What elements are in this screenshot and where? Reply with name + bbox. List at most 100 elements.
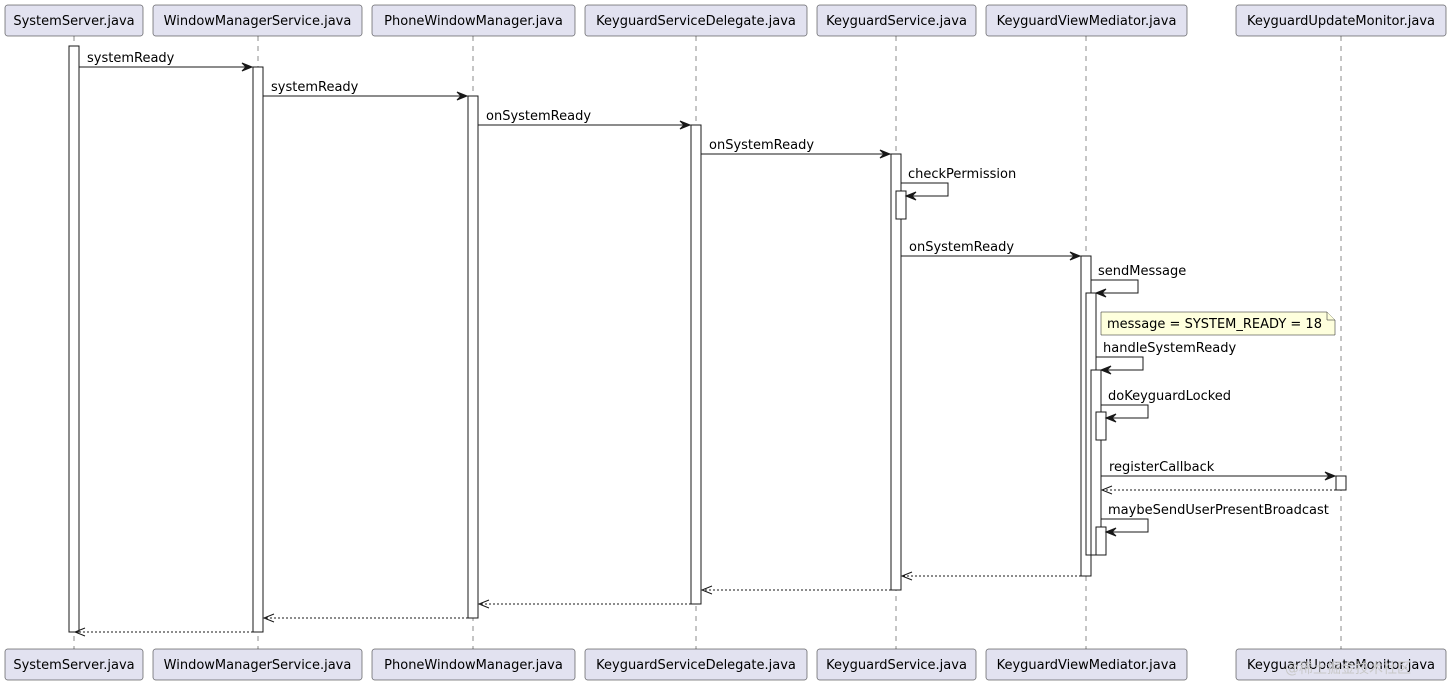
message-line <box>1091 279 1139 294</box>
message-return <box>900 571 1081 581</box>
participant-label: PhoneWindowManager.java <box>384 14 563 29</box>
arrowhead <box>1104 413 1117 423</box>
message-line <box>901 182 949 197</box>
participant-kum-bottom: KeyguardUpdateMonitor.java <box>1235 648 1447 681</box>
arrowhead <box>1094 288 1107 298</box>
participant-box <box>371 648 576 681</box>
message-onSystemReady: onSystemReady <box>901 240 1082 261</box>
participant-label: SystemServer.java <box>13 14 134 29</box>
message-registerCallback: registerCallback <box>1101 460 1337 481</box>
message-return <box>1100 485 1336 495</box>
activation-systemserver <box>68 45 80 633</box>
arrowhead <box>1324 471 1337 481</box>
message-label: handleSystemReady <box>1103 341 1236 356</box>
participant-kvm-bottom: KeyguardViewMediator.java <box>985 648 1188 681</box>
message-label: onSystemReady <box>909 240 1014 255</box>
arrowhead <box>477 599 490 609</box>
participant-box <box>1235 648 1447 681</box>
participant-ks-bottom: KeyguardService.java <box>816 648 977 681</box>
participant-label: WindowManagerService.java <box>164 14 352 29</box>
participant-box <box>152 648 363 681</box>
message-label: checkPermission <box>908 167 1016 182</box>
participant-label: KeyguardService.java <box>826 14 967 29</box>
arrowhead <box>456 91 469 101</box>
message-label: systemReady <box>271 80 359 95</box>
participant-ks-top: KeyguardService.java <box>816 4 977 37</box>
watermark: @稀土掘金技术社区 <box>1285 661 1411 677</box>
message-label: registerCallback <box>1109 460 1215 475</box>
participant-wms-bottom: WindowManagerService.java <box>152 648 363 681</box>
message-systemReady: systemReady <box>79 51 254 72</box>
arrowhead <box>262 613 275 623</box>
message-line <box>1101 518 1149 533</box>
participant-label: KeyguardService.java <box>826 658 967 673</box>
arrowhead <box>700 585 713 595</box>
message-systemReady: systemReady <box>263 80 469 101</box>
activation-pwm <box>467 95 479 619</box>
message-return <box>262 613 468 623</box>
arrowhead <box>241 62 254 72</box>
participant-box <box>152 4 363 37</box>
participant-box <box>985 4 1188 37</box>
arrowhead <box>73 627 86 637</box>
activation-kvm <box>1095 526 1107 556</box>
activation-kum <box>1335 475 1347 491</box>
participant-kum-top: KeyguardUpdateMonitor.java <box>1235 4 1447 37</box>
participant-label: KeyguardServiceDelegate.java <box>596 658 796 673</box>
message-maybeSendUserPresentBroadcast: maybeSendUserPresentBroadcast <box>1101 503 1329 537</box>
message-onSystemReady: onSystemReady <box>478 109 692 130</box>
arrowhead <box>1069 251 1082 261</box>
arrowhead <box>900 571 913 581</box>
participant-label: KeyguardUpdateMonitor.java <box>1247 14 1435 29</box>
participant-pwm-bottom: PhoneWindowManager.java <box>371 648 576 681</box>
message-label: onSystemReady <box>709 138 814 153</box>
arrowhead <box>879 149 892 159</box>
message-label: sendMessage <box>1098 264 1186 279</box>
participant-label: KeyguardServiceDelegate.java <box>596 14 796 29</box>
participant-box <box>4 648 144 681</box>
participant-ksd-top: KeyguardServiceDelegate.java <box>584 4 808 37</box>
participant-box <box>371 4 576 37</box>
participant-pwm-top: PhoneWindowManager.java <box>371 4 576 37</box>
message-onSystemReady: onSystemReady <box>701 138 892 159</box>
message-label: maybeSendUserPresentBroadcast <box>1108 503 1329 518</box>
message-label: systemReady <box>87 51 175 66</box>
participant-systemserver-bottom: SystemServer.java <box>4 648 144 681</box>
message-label: doKeyguardLocked <box>1108 389 1231 404</box>
arrowhead <box>1104 527 1117 537</box>
activation-kvm <box>1095 411 1107 441</box>
message-line <box>1096 356 1144 371</box>
message-sendMessage: sendMessage <box>1091 264 1186 298</box>
note-body <box>1100 311 1336 336</box>
activation-wms <box>252 66 264 633</box>
note: message = SYSTEM_READY = 18 <box>1100 311 1336 336</box>
arrowhead <box>679 120 692 130</box>
participant-box <box>816 648 977 681</box>
activation-ks <box>895 190 907 220</box>
participant-box <box>985 648 1188 681</box>
message-doKeyguardLocked: doKeyguardLocked <box>1101 389 1231 423</box>
participant-label: KeyguardUpdateMonitor.java <box>1247 658 1435 673</box>
arrowhead <box>1099 365 1112 375</box>
message-return <box>700 585 891 595</box>
participant-box <box>1235 4 1447 37</box>
participant-systemserver-top: SystemServer.java <box>4 4 144 37</box>
participant-box <box>584 4 808 37</box>
message-return <box>73 627 253 637</box>
note-fold <box>1326 312 1335 321</box>
participant-label: PhoneWindowManager.java <box>384 658 563 673</box>
participant-label: WindowManagerService.java <box>164 658 352 673</box>
participant-box <box>584 648 808 681</box>
participant-box <box>816 4 977 37</box>
message-return <box>477 599 691 609</box>
participant-wms-top: WindowManagerService.java <box>152 4 363 37</box>
message-label: onSystemReady <box>486 109 591 124</box>
arrowhead <box>1100 485 1113 495</box>
participant-ksd-bottom: KeyguardServiceDelegate.java <box>584 648 808 681</box>
participant-label: KeyguardViewMediator.java <box>997 658 1177 673</box>
note-text: message = SYSTEM_READY = 18 <box>1107 317 1322 332</box>
participant-label: SystemServer.java <box>13 658 134 673</box>
activation-ks <box>890 153 902 591</box>
participant-box <box>4 4 144 37</box>
